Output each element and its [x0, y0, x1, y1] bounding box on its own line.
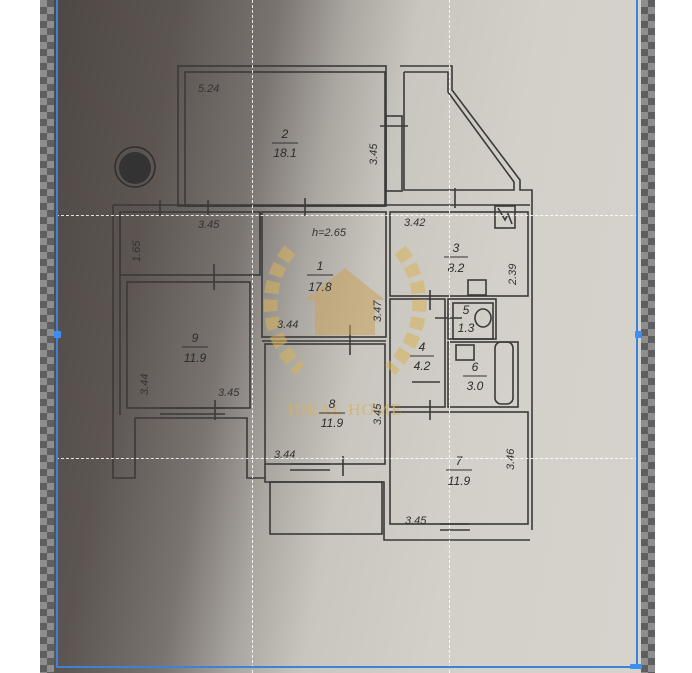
dim-room1-height: 3.47 [372, 300, 384, 322]
room-3-label: 3 8.2 [444, 241, 468, 275]
dim-corridor-width: 3.45 [198, 219, 220, 231]
ceiling-height: h=2.65 [312, 227, 347, 239]
svg-text:2: 2 [281, 127, 289, 141]
svg-text:18.1: 18.1 [273, 146, 296, 160]
room-7-label: 7 11.9 [446, 454, 472, 488]
svg-text:11.9: 11.9 [321, 416, 344, 430]
svg-text:1.3: 1.3 [458, 321, 475, 335]
dim-room7-width: 3.45 [405, 515, 427, 527]
dim-room1-width: 3.44 [277, 319, 298, 331]
svg-text:11.9: 11.9 [184, 351, 207, 365]
resize-handle-bottom-right[interactable] [630, 664, 642, 669]
resize-handle-left[interactable] [54, 331, 61, 338]
watermark-text: IDEAL HOME [288, 400, 403, 419]
svg-text:5: 5 [463, 303, 470, 317]
guide-line-horizontal-1 [56, 215, 638, 216]
guide-line-vertical-1 [252, 0, 253, 673]
svg-text:8.2: 8.2 [448, 261, 465, 275]
dim-room3-width: 3.42 [404, 217, 425, 229]
dim-room8-height: 3.45 [372, 403, 384, 425]
dim-corridor-depth: 1.65 [131, 240, 143, 262]
guide-line-vertical-2 [449, 0, 450, 673]
floorplan-drawing: IDEAL HOME 5.24 3.45 3.45 1.65 h=2.65 3.… [112, 65, 533, 541]
dim-room2-height: 3.45 [368, 143, 380, 165]
selection-frame[interactable] [56, 0, 638, 668]
room-1-label: 1 17.8 [307, 259, 333, 294]
dim-room2-width: 5.24 [198, 83, 219, 95]
floorplan-photo: IDEAL HOME 5.24 3.45 3.45 1.65 h=2.65 3.… [54, 0, 641, 673]
svg-text:8: 8 [329, 397, 336, 411]
resize-handle-right[interactable] [635, 331, 642, 338]
transparency-checker-right [641, 0, 655, 673]
dim-room3-height: 2.39 [507, 264, 519, 286]
room-5-label: 5 1.3 [458, 303, 475, 335]
room-8-label: 8 11.9 [319, 397, 345, 430]
svg-text:4: 4 [419, 340, 426, 354]
room-2-label: 2 18.1 [272, 127, 298, 160]
svg-text:9: 9 [192, 331, 199, 345]
svg-text:1: 1 [317, 259, 324, 273]
svg-text:3.0: 3.0 [467, 379, 484, 393]
guide-line-horizontal-2 [56, 458, 638, 459]
transparency-checker-left [40, 0, 54, 673]
svg-text:4.2: 4.2 [414, 359, 431, 373]
svg-text:3: 3 [453, 241, 460, 255]
room-4-label: 4 4.2 [410, 340, 434, 373]
room-6-label: 6 3.0 [463, 360, 487, 393]
svg-text:7: 7 [456, 454, 464, 468]
compass-icon [114, 146, 156, 188]
svg-text:11.9: 11.9 [448, 474, 471, 488]
watermark-logo-icon [263, 245, 427, 375]
dim-room9-width: 3.45 [218, 387, 240, 399]
svg-text:17.8: 17.8 [308, 280, 332, 294]
room-9-label: 9 11.9 [182, 331, 208, 365]
svg-text:6: 6 [472, 360, 479, 374]
dim-room9-height: 3.44 [139, 374, 151, 395]
